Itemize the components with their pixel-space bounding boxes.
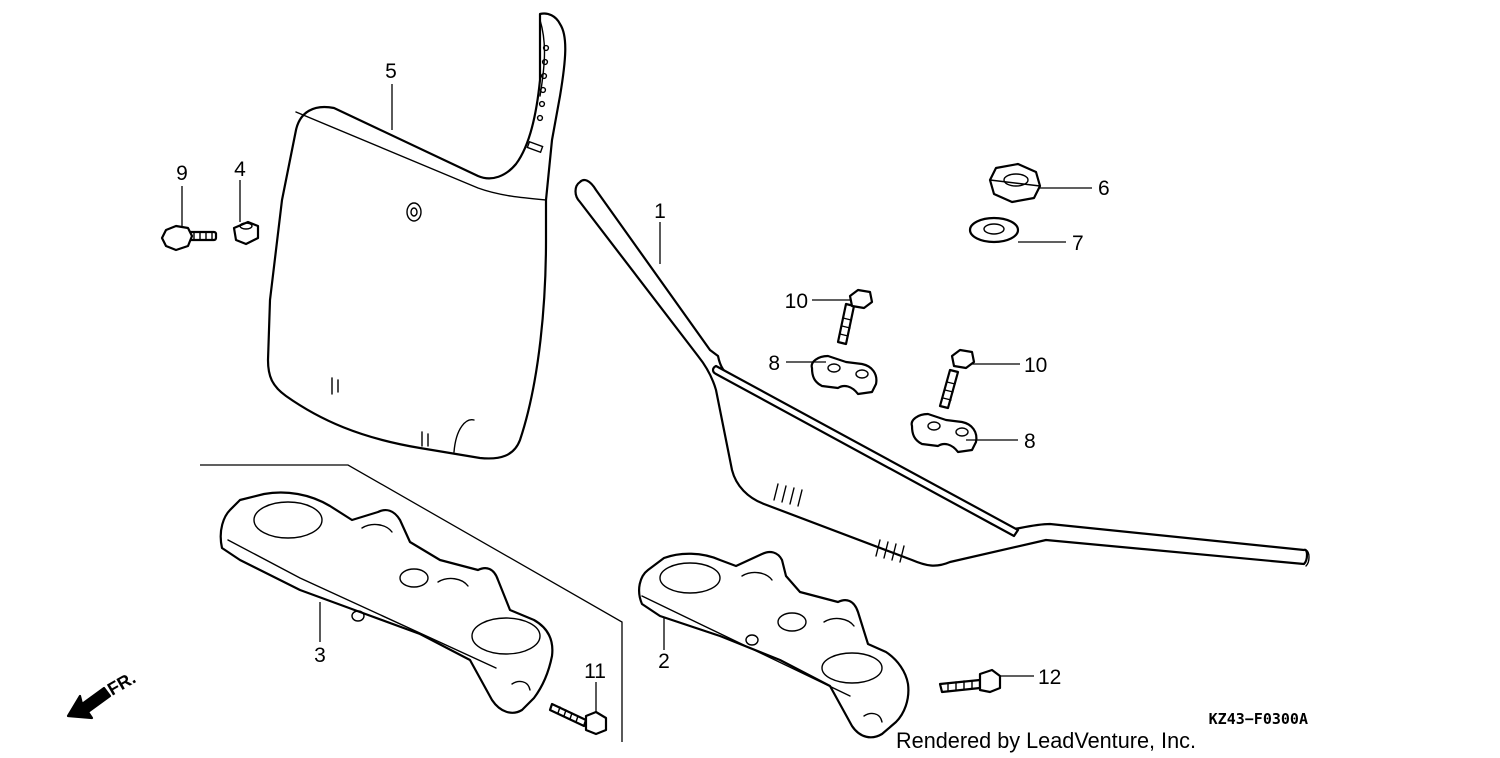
holder-bolt-10-upper[interactable] — [836, 288, 874, 346]
front-arrow-icon: FR. — [66, 668, 139, 720]
callouts: 1 2 3 4 5 6 7 8 8 9 10 10 11 12 — [176, 60, 1110, 689]
callout-12: 12 — [1038, 666, 1061, 689]
callout-3: 3 — [314, 644, 326, 667]
callout-10-upper: 10 — [785, 290, 808, 313]
callout-10-lower: 10 — [1024, 354, 1047, 377]
callout-11: 11 — [584, 660, 606, 683]
pinch-bolt-12[interactable] — [938, 668, 1002, 694]
washer-7[interactable] — [968, 216, 1020, 244]
diagram-code: KZ43−F0300A — [1209, 710, 1308, 728]
callout-8-lower: 8 — [1024, 430, 1036, 453]
callout-9: 9 — [176, 162, 188, 185]
callout-4: 4 — [234, 158, 246, 181]
handlebar-holder-8-upper[interactable] — [810, 354, 878, 396]
callout-8-upper: 8 — [768, 352, 780, 375]
flange-bolt-9[interactable] — [160, 224, 218, 252]
group-boundary-lines — [200, 464, 623, 742]
callout-2: 2 — [658, 650, 670, 673]
callout-7: 7 — [1072, 232, 1084, 255]
holder-bolt-10-lower[interactable] — [938, 348, 976, 410]
callout-1: 1 — [654, 200, 666, 223]
upper-triple-clamp[interactable] — [219, 491, 554, 714]
callout-6: 6 — [1098, 177, 1110, 200]
nut-6[interactable] — [988, 162, 1042, 204]
callout-5: 5 — [385, 60, 397, 83]
handlebar[interactable] — [574, 179, 1310, 567]
handlebar-holder-8-lower[interactable] — [910, 412, 978, 454]
leader-lines — [181, 84, 1092, 712]
collar-4[interactable] — [232, 220, 260, 246]
lower-triple-clamp[interactable] — [638, 550, 910, 739]
number-plate[interactable] — [266, 12, 567, 460]
pinch-bolt-11[interactable] — [548, 702, 608, 736]
rendered-by-credit: Rendered by LeadVenture, Inc. — [896, 728, 1196, 753]
